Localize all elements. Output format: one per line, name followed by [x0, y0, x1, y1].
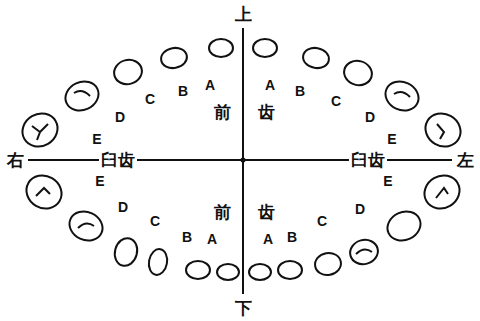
region-label: 臼齿: [349, 151, 387, 170]
tooth-letter: D: [113, 110, 127, 125]
region-label: 上: [233, 5, 254, 24]
tooth-letter: B: [293, 84, 307, 99]
tooth-letter: D: [363, 110, 377, 125]
tooth-letter: D: [353, 202, 367, 217]
region-label: 左: [455, 151, 476, 170]
tooth-letter: C: [143, 92, 157, 107]
region-label: 臼齿: [99, 151, 137, 170]
region-label: 右: [5, 151, 26, 170]
tooth-letter: E: [381, 174, 394, 189]
region-label: 前: [212, 103, 233, 122]
tooth-letter: D: [116, 200, 130, 215]
tooth-letter: E: [90, 132, 103, 147]
region-label: 前: [212, 203, 233, 222]
tooth-letter: C: [148, 214, 162, 229]
tooth-letter: C: [329, 94, 343, 109]
tooth-letter: A: [263, 78, 277, 93]
tooth-letter: A: [203, 78, 217, 93]
tooth-letter: C: [315, 214, 329, 229]
tooth-letter: B: [285, 230, 299, 245]
horizontal-line: [28, 159, 452, 161]
region-label: 齿: [256, 103, 277, 122]
tooth-letter: B: [176, 84, 190, 99]
midline: [242, 28, 244, 294]
tooth-letter: B: [180, 230, 194, 245]
region-label: 齿: [256, 203, 277, 222]
region-label: 下: [233, 299, 254, 318]
tooth-letter: A: [261, 232, 275, 247]
tooth-letter: E: [385, 132, 398, 147]
tooth-letter: E: [93, 174, 106, 189]
tooth-letter: A: [205, 232, 219, 247]
